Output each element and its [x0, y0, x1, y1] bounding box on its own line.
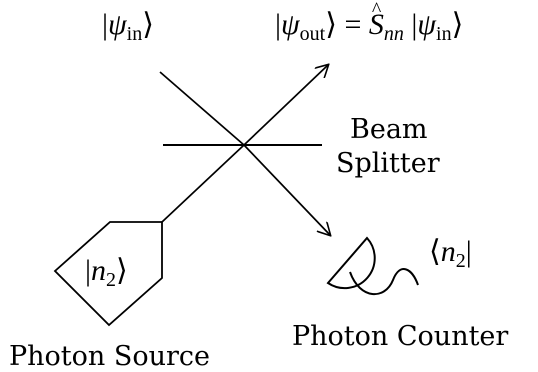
photon-counter-detector — [326, 236, 376, 290]
output-beam — [243, 65, 328, 146]
counter-state-label: ⟨n2| — [429, 235, 472, 272]
source-beam — [161, 144, 245, 223]
output-state-equation: |ψout⟩ = Snn |ψin⟩ — [275, 0, 463, 44]
photon-source-shape — [53, 221, 163, 327]
photon-source-label: Photon Source — [9, 341, 211, 372]
source-state-label: |n2⟩ — [85, 254, 128, 291]
detector-beam — [243, 144, 330, 235]
beam-label: Beam — [350, 114, 428, 145]
input-state-label: |ψin⟩ — [102, 8, 154, 45]
photon-counter-cable — [349, 268, 419, 296]
splitter-label: Splitter — [336, 148, 440, 179]
photon-counter-label: Photon Counter — [292, 321, 509, 352]
input-beam — [159, 71, 245, 146]
